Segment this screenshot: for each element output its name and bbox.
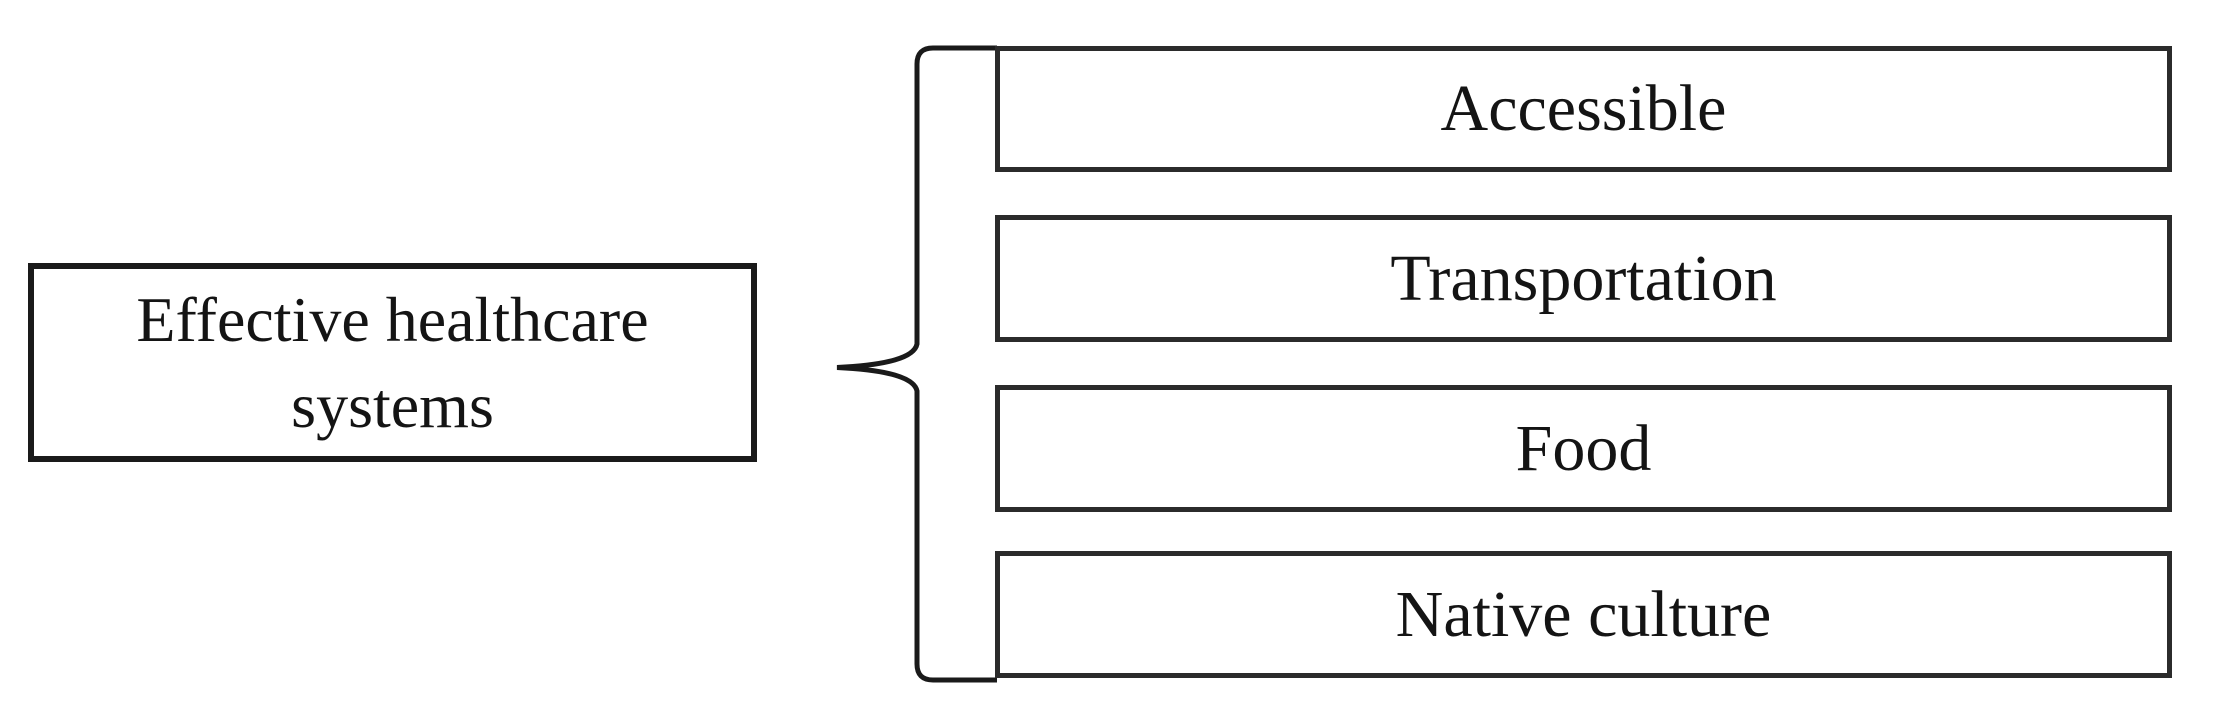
left-brace-icon <box>836 45 997 683</box>
item-box-accessible: Accessible <box>995 46 2172 172</box>
source-label-line1: Effective healthcare <box>136 283 649 355</box>
source-box: Effective healthcare systems <box>28 263 757 462</box>
item-box-transportation: Transportation <box>995 215 2172 342</box>
item-label: Native culture <box>1395 577 1772 651</box>
item-label: Accessible <box>1440 72 1727 145</box>
item-box-native-culture: Native culture <box>995 551 2172 678</box>
source-label-line2: systems <box>291 369 494 441</box>
item-label: Transportation <box>1390 241 1777 315</box>
item-box-food: Food <box>995 385 2172 512</box>
curly-brace-connector <box>836 45 997 683</box>
item-label: Food <box>1515 411 1652 485</box>
